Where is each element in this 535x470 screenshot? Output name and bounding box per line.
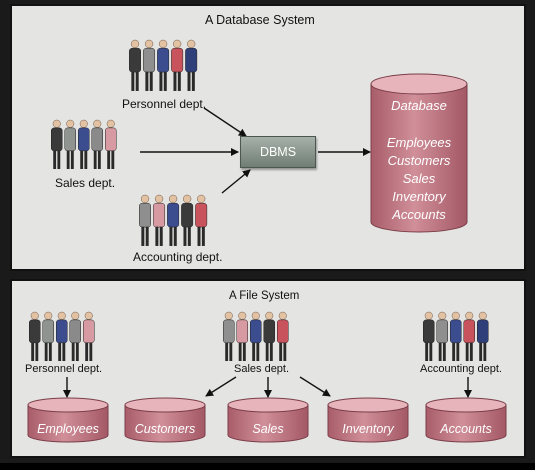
arrow-sales-to-customers [205,376,237,397]
file-inventory: Inventory [327,397,409,443]
bottom-bar [0,463,535,470]
file-label-accounts: Accounts [439,422,491,436]
database-title: Database [391,98,447,113]
database-item-inventory: Inventory [392,189,447,204]
arrow-sales-to-inventory [299,376,331,397]
fs-sales-people-icon [223,311,289,361]
fs-accounting-label: Accounting dept. [420,363,502,375]
arrow-accounting-to-dbms [221,169,251,194]
database-item-employees: Employees [387,135,452,150]
file-label-customers: Customers [135,422,195,436]
file-employees: Employees [27,397,109,443]
fs-sales-label: Sales dept. [234,363,290,375]
file-system-title: A File System [229,290,300,302]
database-item-sales: Sales [403,171,436,186]
arrow-personnel-to-dbms [203,107,247,137]
fs-accounting-people-icon [423,311,489,361]
db-personnel-people-icon [129,39,198,91]
file-label-employees: Employees [37,422,99,436]
file-sales: Sales [227,397,309,443]
db-personnel-label: Personnel dept. [122,97,207,111]
file-label-sales: Sales [252,422,283,436]
file-customers: Customers [124,397,206,443]
database-cylinder: DatabaseEmployeesCustomersSalesInventory… [370,73,468,233]
file-label-inventory: Inventory [342,422,394,436]
fs-personnel-people-icon [29,311,95,361]
dbms-box: DBMS [240,136,316,168]
db-system-title: A Database System [205,13,315,27]
db-sales-people-icon [51,119,117,169]
db-sales-label: Sales dept. [55,176,116,190]
db-accounting-label: Accounting dept. [133,250,223,264]
file-accounts: Accounts [425,397,507,443]
db-accounting-people-icon [139,194,208,246]
database-item-customers: Customers [388,153,451,168]
fs-personnel-label: Personnel dept. [25,363,103,375]
database-item-accounts: Accounts [391,207,446,222]
